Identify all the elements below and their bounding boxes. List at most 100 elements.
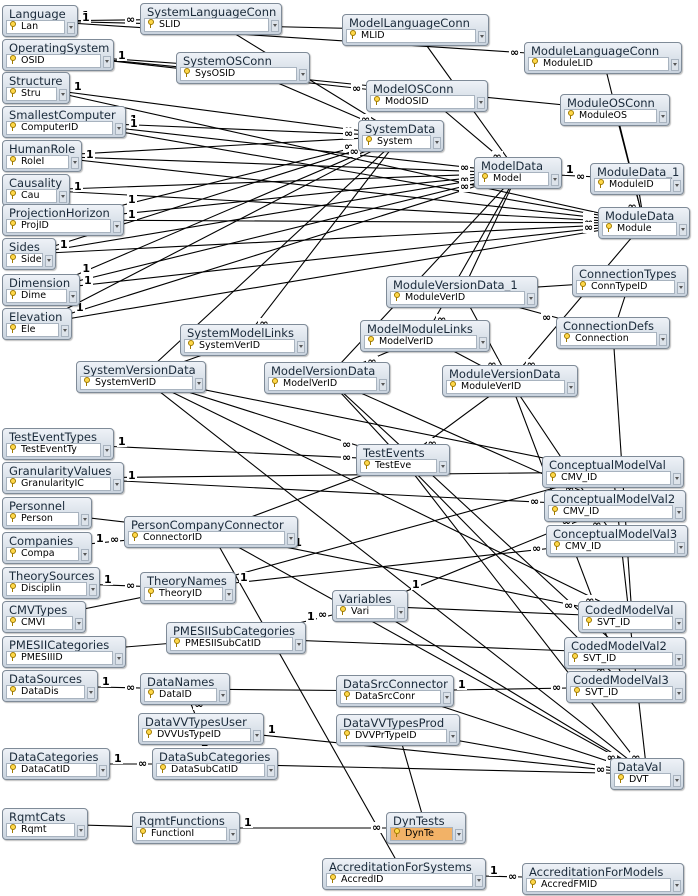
field-scroll-arrow-icon[interactable] (115, 123, 123, 135)
primary-key-field[interactable]: DataID (144, 688, 217, 702)
field-scroll-arrow-icon[interactable] (433, 137, 441, 149)
field-scroll-arrow-icon[interactable] (297, 341, 305, 353)
primary-key-field[interactable]: Vari (336, 605, 395, 619)
primary-key-field[interactable]: ModOSID (370, 95, 475, 109)
primary-key-field[interactable]: CMV_ID (550, 540, 675, 554)
primary-key-field[interactable]: ConnTypeID (576, 280, 675, 294)
primary-key-field[interactable]: Side (6, 253, 43, 267)
primary-key-field[interactable]: DataSrcConr (340, 690, 441, 704)
primary-key-field[interactable]: DVT (614, 773, 671, 787)
field-scroll-arrow-icon[interactable] (59, 89, 67, 101)
field-scroll-arrow-icon[interactable] (677, 542, 685, 554)
primary-key-field[interactable]: DataCatID (6, 763, 97, 777)
primary-key-field[interactable]: SLID (144, 18, 269, 32)
field-scroll-arrow-icon[interactable] (67, 22, 75, 34)
field-scroll-arrow-icon[interactable] (671, 59, 679, 71)
field-scroll-arrow-icon[interactable] (659, 111, 667, 123)
primary-key-field[interactable]: RoleI (6, 155, 69, 169)
primary-key-field[interactable]: CMV_ID (546, 471, 671, 485)
primary-key-field[interactable]: ModuleLID (528, 57, 669, 71)
field-scroll-arrow-icon[interactable] (69, 291, 77, 303)
field-scroll-arrow-icon[interactable] (673, 880, 681, 892)
field-scroll-arrow-icon[interactable] (89, 584, 97, 596)
primary-key-field[interactable]: TestEventTy (6, 443, 101, 457)
field-scroll-arrow-icon[interactable] (659, 334, 667, 346)
field-scroll-arrow-icon[interactable] (77, 825, 85, 837)
field-scroll-arrow-icon[interactable] (103, 445, 111, 457)
primary-key-field[interactable]: ComputerID (6, 121, 113, 135)
field-scroll-arrow-icon[interactable] (71, 157, 79, 169)
field-scroll-arrow-icon[interactable] (439, 461, 447, 473)
primary-key-field[interactable]: DataDis (6, 685, 85, 699)
field-scroll-arrow-icon[interactable] (219, 690, 227, 702)
primary-key-field[interactable]: Module (602, 222, 677, 236)
primary-key-field[interactable]: SystemVerID (80, 376, 193, 390)
field-scroll-arrow-icon[interactable] (673, 473, 681, 485)
primary-key-field[interactable]: ModuleID (594, 178, 671, 192)
field-scroll-arrow-icon[interactable] (113, 479, 121, 491)
field-scroll-arrow-icon[interactable] (679, 224, 687, 236)
field-scroll-arrow-icon[interactable] (478, 31, 486, 43)
field-scroll-arrow-icon[interactable] (45, 255, 53, 267)
primary-key-field[interactable]: System (362, 135, 431, 149)
field-scroll-arrow-icon[interactable] (267, 765, 275, 777)
primary-key-field[interactable]: Rqmt (6, 823, 75, 837)
primary-key-field[interactable]: ModuleVerID (390, 291, 525, 305)
primary-key-field[interactable]: DVVUsTypeID (142, 728, 251, 742)
primary-key-field[interactable]: Ele (6, 323, 59, 337)
field-scroll-arrow-icon[interactable] (675, 507, 683, 519)
primary-key-field[interactable]: SysOSID (180, 67, 297, 81)
field-scroll-arrow-icon[interactable] (61, 325, 69, 337)
field-scroll-arrow-icon[interactable] (81, 514, 89, 526)
primary-key-field[interactable]: Lan (6, 20, 65, 34)
field-scroll-arrow-icon[interactable] (113, 221, 121, 233)
field-scroll-arrow-icon[interactable] (475, 875, 483, 887)
primary-key-field[interactable]: AccredID (326, 873, 473, 887)
field-scroll-arrow-icon[interactable] (551, 174, 559, 186)
field-scroll-arrow-icon[interactable] (673, 775, 681, 787)
field-scroll-arrow-icon[interactable] (295, 639, 303, 651)
primary-key-field[interactable]: TheoryID (144, 587, 223, 601)
primary-key-field[interactable]: ProjID (6, 219, 111, 233)
primary-key-field[interactable]: AccredFMID (526, 878, 671, 892)
field-scroll-arrow-icon[interactable] (675, 688, 683, 700)
primary-key-field[interactable]: OSID (6, 54, 101, 68)
primary-key-field[interactable]: ModelVerID (268, 377, 377, 391)
